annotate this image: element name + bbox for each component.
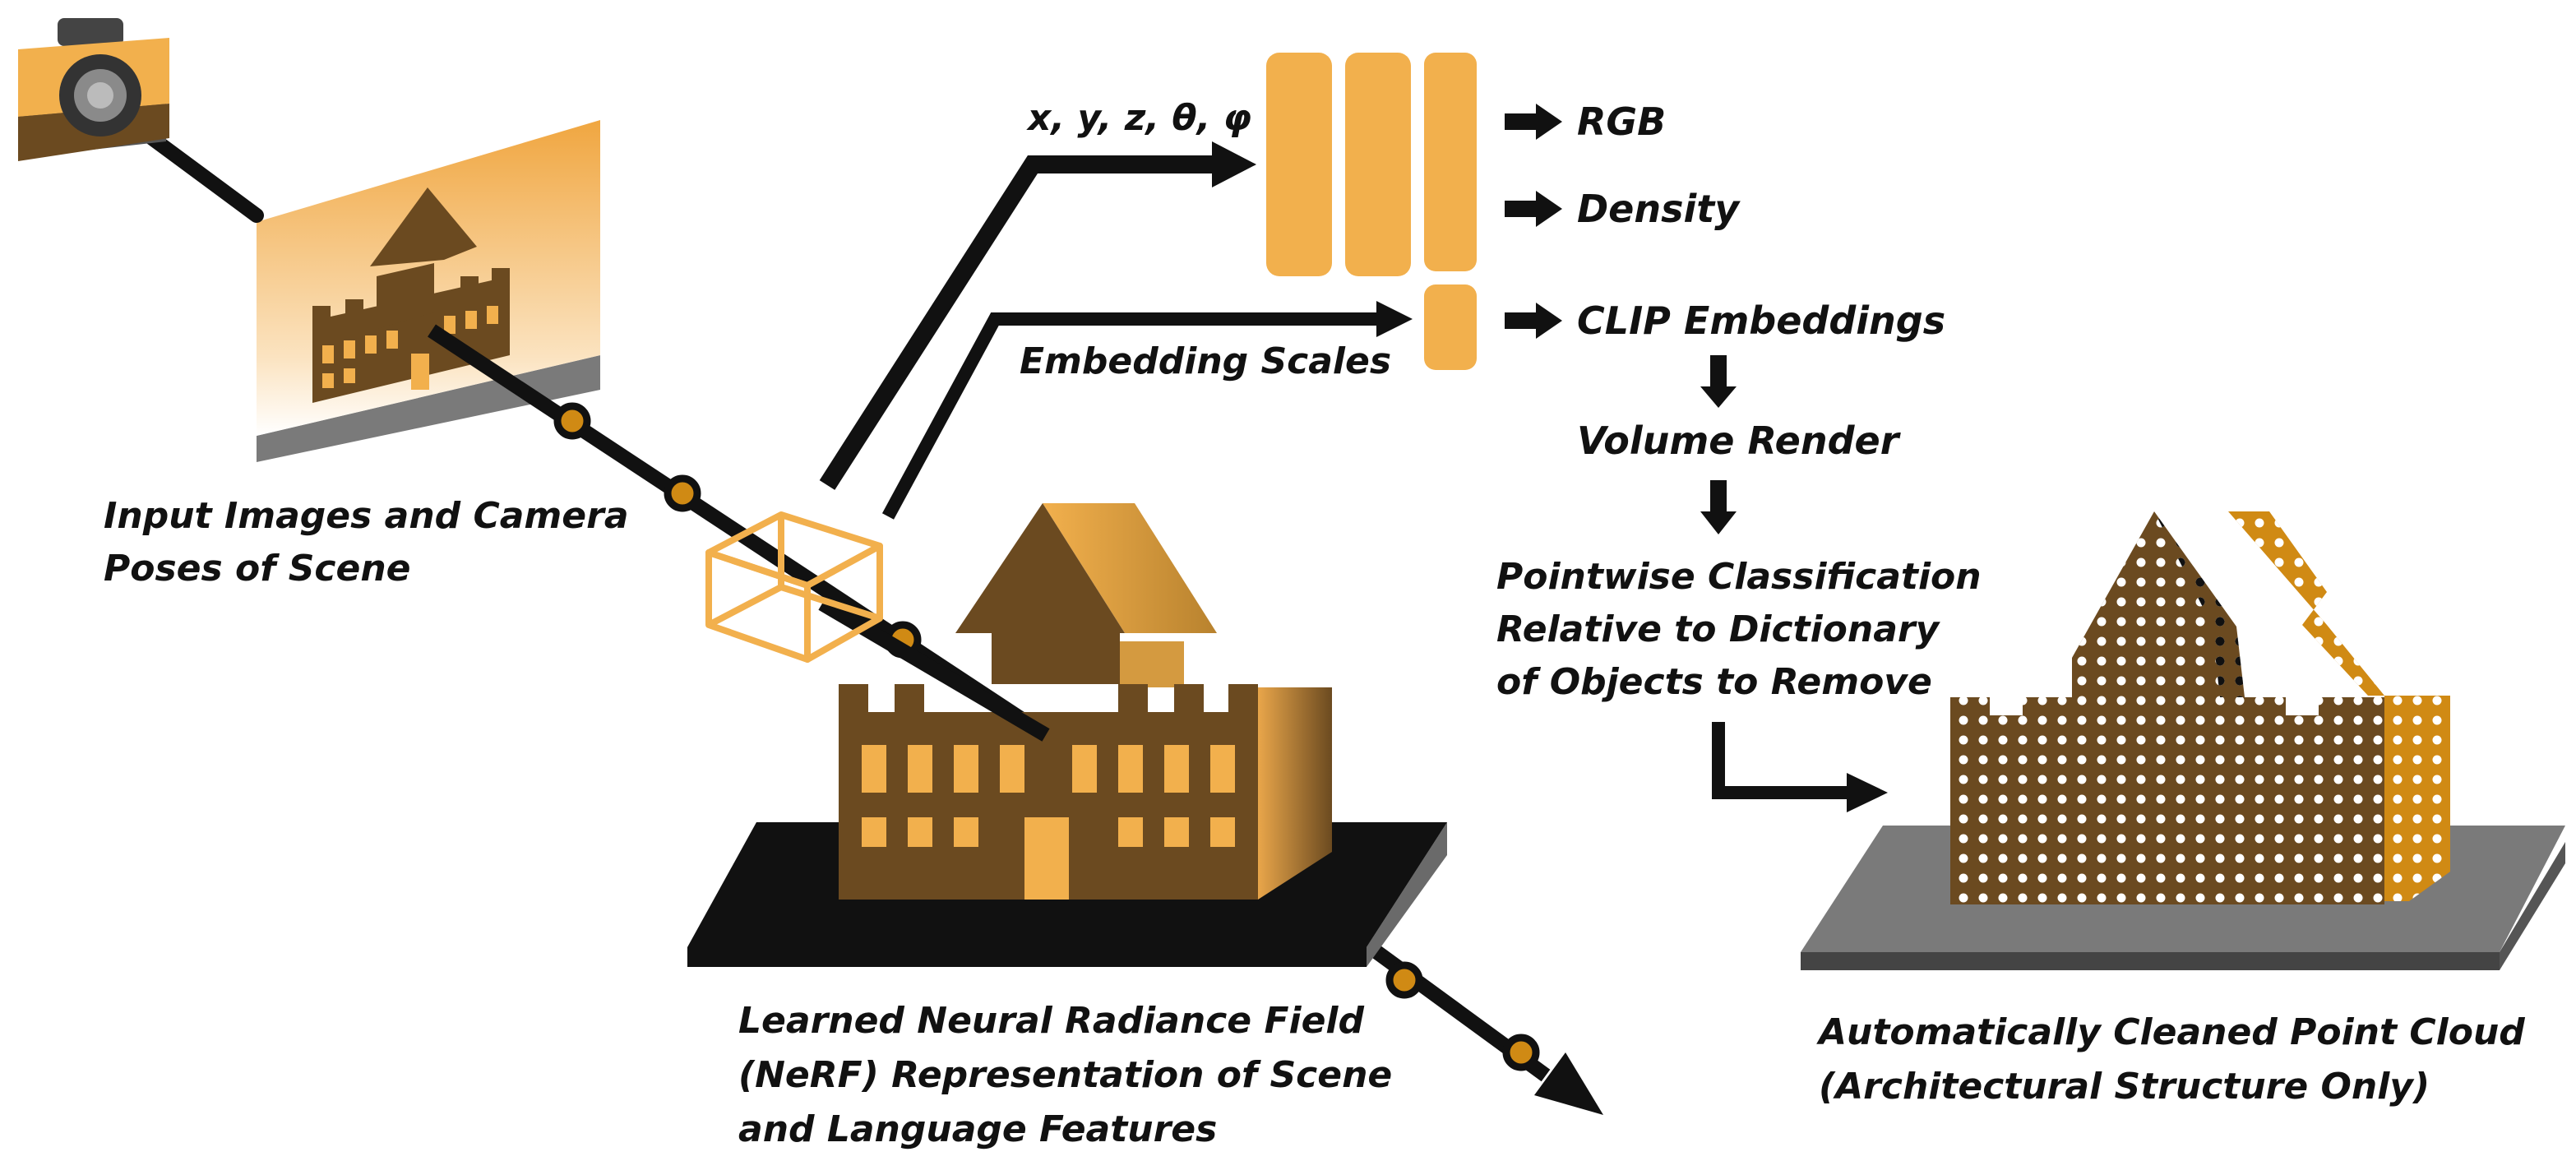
point-cloud-scene xyxy=(1801,511,2565,970)
wireframe-cube-icon xyxy=(705,511,883,663)
embedding-arrow-line xyxy=(881,312,1383,520)
nerf-building-roof-side xyxy=(1043,503,1217,633)
nerf-label: Learned Neural Radiance Field (NeRF) Rep… xyxy=(738,1000,1392,1150)
nerf-ground-side xyxy=(1367,822,1447,967)
network-clip-layer xyxy=(1424,284,1477,370)
inputs-label: x, y, z, θ, φ xyxy=(1026,97,1251,139)
pc-building-side xyxy=(2228,511,2450,901)
sample-point xyxy=(553,402,591,440)
input-images-label-line1: Input Images and Camera xyxy=(104,495,629,537)
embedding-scales-label: Embedding Scales xyxy=(1020,340,1391,382)
input-images-label: Input Images and Camera Poses of Scene xyxy=(104,495,629,590)
density-label: Density xyxy=(1577,187,1741,231)
input-arrows xyxy=(819,155,1383,520)
nerf-label-line1: Learned Neural Radiance Field xyxy=(738,1000,1365,1042)
image-building-windows xyxy=(322,306,498,390)
classification-label-line3: of Objects to Remove xyxy=(1496,661,1932,703)
network-bars xyxy=(1266,53,1477,370)
network-layer xyxy=(1266,53,1332,276)
classification-label: Pointwise Classification Relative to Dic… xyxy=(1496,556,1982,703)
pc-ground-side xyxy=(2500,842,2565,970)
point-cloud-label-line1: Automatically Cleaned Point Cloud xyxy=(1816,1011,2525,1053)
sample-point xyxy=(1502,1034,1540,1071)
nerf-building-windows xyxy=(862,745,1235,900)
nerf-building-roof xyxy=(955,503,1125,633)
nerf-label-line3: and Language Features xyxy=(738,1108,1217,1150)
classification-label-line2: Relative to Dictionary xyxy=(1496,608,1941,650)
nerf-label-line2: (NeRF) Representation of Scene xyxy=(738,1054,1392,1096)
embedding-arrowhead xyxy=(1376,301,1413,337)
input-images-label-line2: Poses of Scene xyxy=(104,548,410,590)
nerf-scene xyxy=(687,503,1447,967)
point-cloud-label: Automatically Cleaned Point Cloud (Archi… xyxy=(1816,1011,2525,1108)
rgb-label: RGB xyxy=(1577,99,1666,144)
input-image-panel xyxy=(257,120,600,462)
classification-label-line1: Pointwise Classification xyxy=(1496,556,1982,598)
sample-point xyxy=(1385,961,1423,999)
camera-icon xyxy=(18,18,169,161)
pc-ground-front xyxy=(1801,952,2500,970)
xyz-arrow-line xyxy=(819,155,1217,490)
classification-arrow xyxy=(1712,722,1888,812)
network-layer xyxy=(1345,53,1411,276)
clip-embeddings-label: CLIP Embeddings xyxy=(1577,298,1945,343)
volume-render-label: Volume Render xyxy=(1577,419,1902,463)
nerf-ground-base xyxy=(687,947,1367,967)
image-building xyxy=(312,187,510,403)
sample-point xyxy=(664,474,701,512)
nerf-building-tower xyxy=(992,633,1120,684)
xyz-arrowhead xyxy=(1212,141,1256,187)
point-cloud-label-line2: (Architectural Structure Only) xyxy=(1819,1066,2430,1108)
output-arrows xyxy=(1505,104,1737,534)
pc-building-main xyxy=(1950,511,2384,904)
ray-arrowhead xyxy=(1534,1052,1603,1115)
nerf-building-side xyxy=(1258,687,1332,900)
network-layer xyxy=(1424,53,1477,271)
camera-ray xyxy=(91,91,1603,1115)
